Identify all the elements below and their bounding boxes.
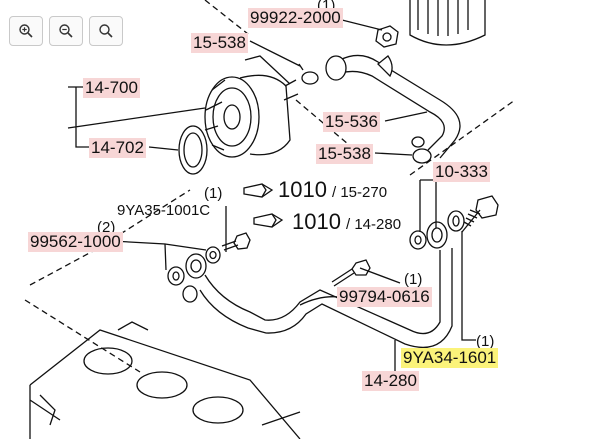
leader-lines [67, 16, 476, 372]
nut-99922-drawing [375, 25, 399, 48]
part-label-9ya35-1001c[interactable]: 9YA35-1001C [117, 202, 211, 219]
qty-99562: (2) [97, 219, 116, 236]
part-label-15-536[interactable]: 15-536 [323, 112, 380, 132]
zoom-in-button[interactable] [9, 16, 43, 46]
search-icon [99, 24, 113, 38]
zoom-in-icon [19, 24, 33, 38]
oil-cooler-drawing [204, 55, 299, 158]
hose-clamp-mid-drawing [411, 136, 432, 164]
qty-99794: (1) [404, 271, 423, 288]
reference-1010-a: 1010 [278, 177, 327, 202]
oil-filter-drawing [409, 0, 486, 46]
reference-1010-b: 1010 [292, 209, 341, 234]
part-label-9ya34-1601[interactable]: 9YA34-1601 [401, 348, 499, 368]
part-label-99794-0616[interactable]: 99794-0616 [337, 287, 432, 307]
zoom-toolbar [9, 16, 123, 46]
reference-arrows [243, 183, 284, 228]
zoom-out-button[interactable] [49, 16, 83, 46]
part-label-99922-2000[interactable]: 99922-2000 [248, 8, 343, 28]
washers-99562-drawing [167, 246, 221, 286]
gasket-14702-drawing [178, 125, 208, 175]
qty-9ya35: (1) [204, 185, 223, 202]
hose-clamp-top-drawing [298, 63, 319, 85]
reference-15-270: / 15-270 [332, 184, 388, 201]
part-label-14-700[interactable]: 14-700 [83, 78, 140, 98]
assembly-dashed-outline [24, 0, 516, 373]
part-label-14-280[interactable]: 14-280 [362, 371, 419, 391]
part-label-15-538-top[interactable]: 15-538 [191, 33, 248, 53]
washers-10333-drawing [409, 210, 465, 250]
banjo-bolt-9ya34-drawing [461, 195, 499, 233]
part-label-99562-1000[interactable]: 99562-1000 [28, 232, 123, 252]
hose-15536-drawing [325, 54, 461, 159]
qty-9ya34: (1) [476, 333, 495, 350]
part-label-14-702[interactable]: 14-702 [89, 138, 146, 158]
engine-block-drawing [29, 321, 301, 439]
reset-zoom-button[interactable] [89, 16, 123, 46]
bolt-9ya35-drawing [221, 232, 251, 252]
zoom-out-icon [59, 24, 73, 38]
part-label-15-538-mid[interactable]: 15-538 [316, 144, 373, 164]
reference-14-280: / 14-280 [346, 216, 402, 233]
bolt-99794-drawing [331, 259, 371, 287]
part-label-10-333[interactable]: 10-333 [433, 162, 490, 182]
